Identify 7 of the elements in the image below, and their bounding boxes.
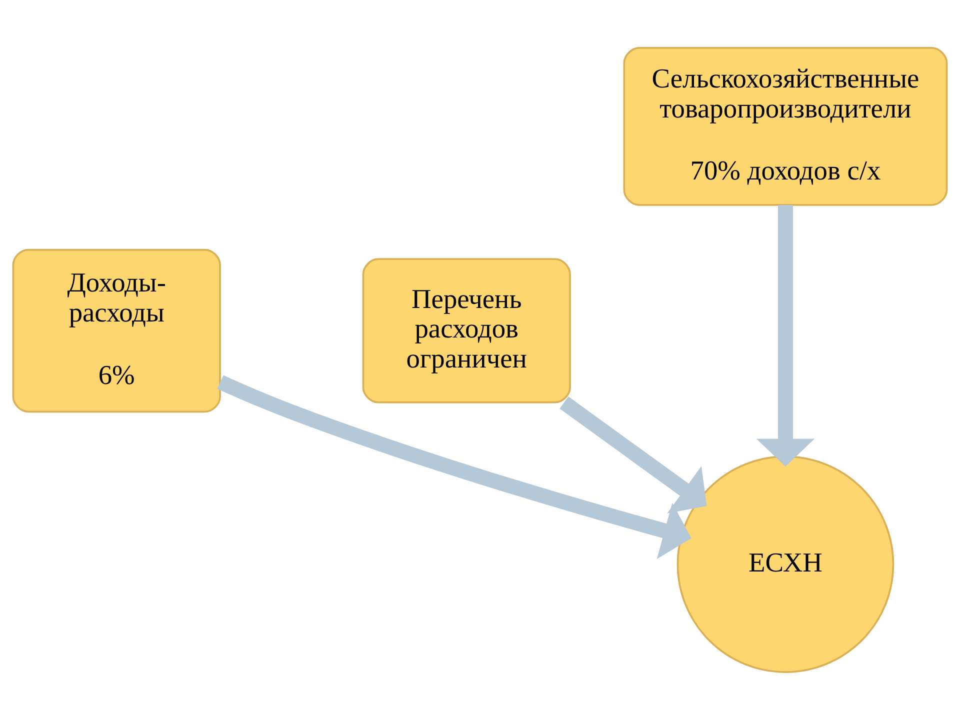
- node-box: Сельскохозяйственные товаропроизводители 70% доходов с/х: [623, 47, 948, 206]
- node-box: Перечень расходов ограничен: [362, 258, 571, 404]
- arrow: [756, 205, 815, 467]
- arrow: [560, 396, 707, 514]
- node-box: Доходы- расходы 6%: [12, 248, 221, 413]
- arrow: [217, 375, 692, 559]
- node-circle: ЕСХН: [676, 456, 894, 673]
